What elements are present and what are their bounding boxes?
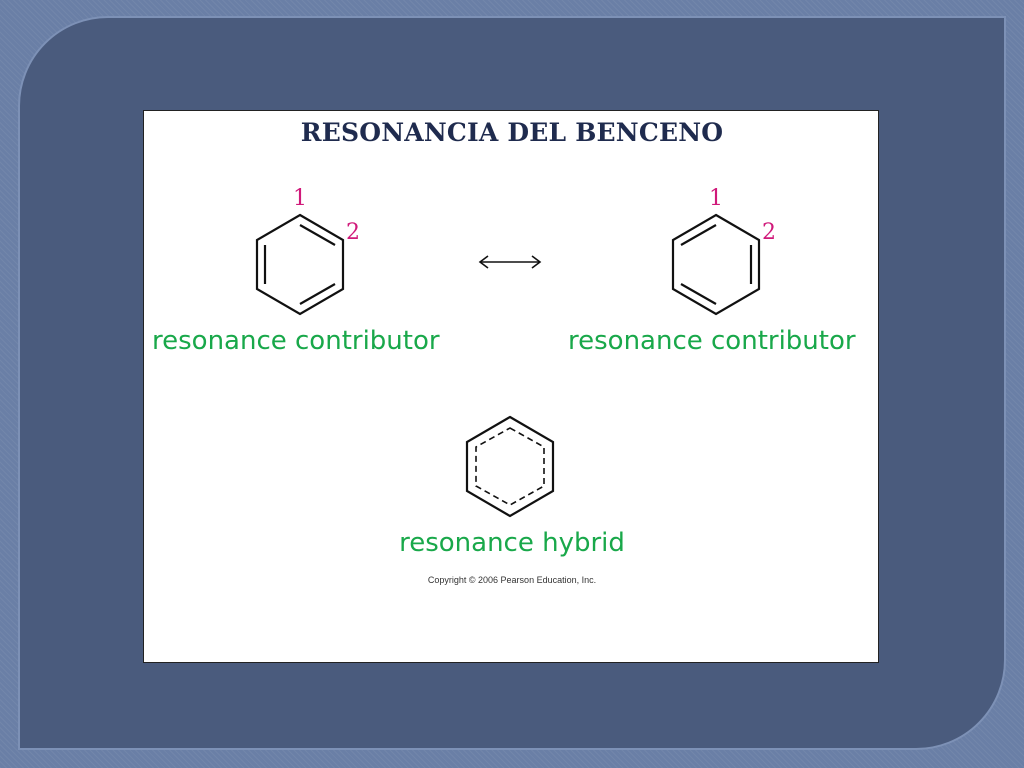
right-contributor-label: resonance contributor [568, 326, 856, 356]
right-position-2: 2 [762, 220, 776, 245]
hybrid-label: resonance hybrid [399, 528, 625, 558]
slide-content [143, 110, 879, 663]
left-benzene-ring [255, 213, 345, 316]
copyright-notice: Copyright © 2006 Pearson Education, Inc. [427, 575, 597, 585]
left-position-2: 2 [346, 220, 360, 245]
hybrid-delocalized-bonds [475, 427, 545, 506]
slide-title: RESONANCIA DEL BENCENO [300, 118, 724, 147]
left-position-1: 1 [293, 186, 307, 211]
hybrid-benzene-ring [465, 415, 555, 518]
right-position-1: 1 [709, 186, 723, 211]
left-contributor-label: resonance contributor [152, 326, 440, 356]
right-benzene-ring [671, 213, 761, 316]
